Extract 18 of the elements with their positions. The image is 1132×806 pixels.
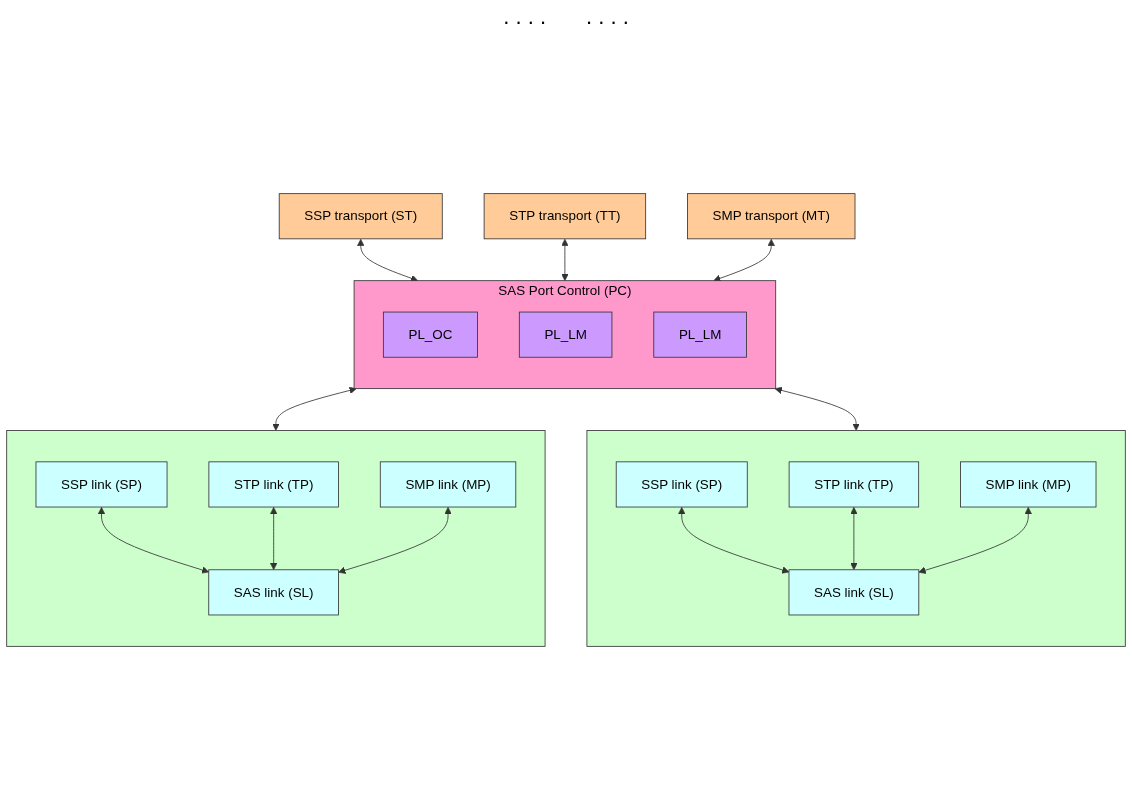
node-box: SMP link (MP) xyxy=(960,461,1097,508)
node-box: STP transport (TT) xyxy=(483,193,647,240)
node-box: STP link (TP) xyxy=(788,461,920,508)
node-box: SSP link (SP) xyxy=(35,461,168,508)
node-box: SAS link (SL) xyxy=(208,569,339,616)
node-box: STP link (TP) xyxy=(208,461,339,508)
node-box: PL_OC xyxy=(382,311,478,358)
node-box: SAS link (SL) xyxy=(788,569,920,616)
cluster xyxy=(6,430,546,647)
cluster xyxy=(586,430,1126,647)
node-box: PL_LM xyxy=(653,311,747,358)
node-box: SMP transport (MT) xyxy=(687,193,856,240)
ellipsis-dots: . . . . xyxy=(586,4,629,30)
node-box: SSP transport (ST) xyxy=(278,193,443,240)
node-box: SSP link (SP) xyxy=(615,461,748,508)
node-box: SMP link (MP) xyxy=(379,461,517,508)
node-box: PL_LM xyxy=(518,311,613,358)
ellipsis-dots: . . . . xyxy=(503,4,546,30)
